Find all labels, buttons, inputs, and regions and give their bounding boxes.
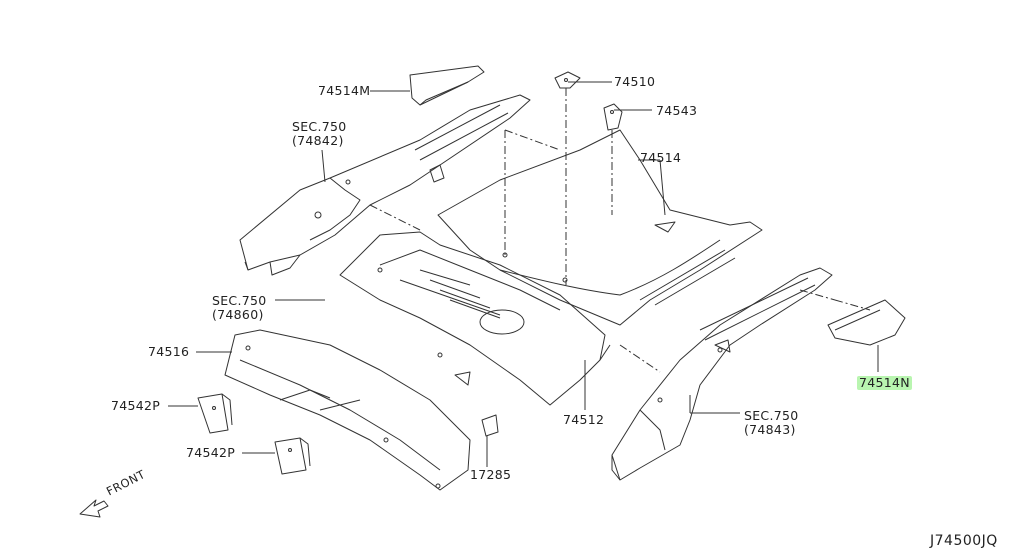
label-sec-750-right: SEC.750 xyxy=(744,408,799,423)
part-74510-shape xyxy=(554,71,581,89)
part-74514-shape xyxy=(437,129,763,326)
front-arrow-icon xyxy=(79,499,109,518)
label-74543: 74543 xyxy=(656,103,698,118)
assembly-lines-top xyxy=(369,88,871,373)
label-74516: 74516 xyxy=(148,344,190,359)
leader-lines xyxy=(168,81,879,467)
part-74512-shape xyxy=(339,231,611,406)
part-74514M-shape xyxy=(409,65,485,106)
label-74512: 74512 xyxy=(563,412,605,427)
label-74542P-b: 74542P xyxy=(186,445,236,460)
label-74842: (74842) xyxy=(292,133,344,148)
label-sec-750-left: SEC.750 xyxy=(292,119,347,134)
label-74843: (74843) xyxy=(744,422,796,437)
label-74542P-a: 74542P xyxy=(111,398,161,413)
label-17285: 17285 xyxy=(470,467,512,482)
part-74543-shape xyxy=(603,103,623,131)
label-74514: 74514 xyxy=(640,150,682,165)
part-74542P-b-shape xyxy=(274,437,311,475)
part-17285-shape xyxy=(481,414,499,437)
label-74514M: 74514M xyxy=(318,83,371,98)
label-74514N-highlighted[interactable]: 74514N xyxy=(857,375,912,390)
label-74860: (74860) xyxy=(212,307,264,322)
label-74510: 74510 xyxy=(614,74,656,89)
diagram-code: J74500JQ xyxy=(930,533,998,549)
part-74542P-a-shape xyxy=(197,393,233,434)
part-74516-shape xyxy=(224,329,471,491)
part-right-side-member-shape xyxy=(611,267,833,481)
part-74514N-shape xyxy=(827,299,906,346)
label-sec-750-mid: SEC.750 xyxy=(212,293,267,308)
part-left-side-member-shape xyxy=(239,94,531,276)
